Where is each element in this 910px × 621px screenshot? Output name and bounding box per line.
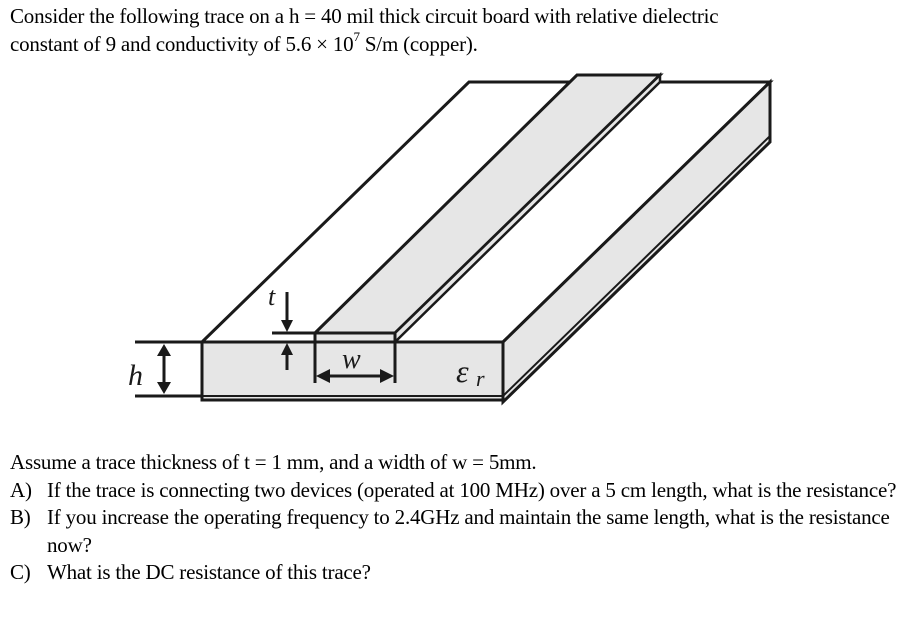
epsilon-subscript: r xyxy=(476,366,485,391)
epsilon-label: ε xyxy=(456,353,469,389)
question-a: A) If the trace is connecting two device… xyxy=(10,477,905,505)
intro-line-2: constant of 9 and conductivity of 5.6 × … xyxy=(10,30,900,58)
trace-front-face xyxy=(313,331,397,344)
questions-section: Assume a trace thickness of t = 1 mm, an… xyxy=(10,449,905,587)
microstrip-diagram: h t w ε r xyxy=(0,60,910,420)
intro-line-1: Consider the following trace on a h = 40… xyxy=(10,4,719,28)
units-text: S/m (copper). xyxy=(359,32,478,56)
question-text: What is the DC resistance of this trace? xyxy=(47,560,371,584)
board-front-face xyxy=(200,340,505,402)
question-letter: B) xyxy=(10,505,31,529)
h-label: h xyxy=(128,359,143,392)
problem-statement: Consider the following trace on a h = 40… xyxy=(10,2,900,58)
question-text: If the trace is connecting two devices (… xyxy=(47,477,897,502)
question-b: B) If you increase the operating frequen… xyxy=(10,504,905,559)
conductivity-text: constant of 9 and conductivity of 5.6 × … xyxy=(10,32,354,56)
question-letter: C) xyxy=(10,560,31,584)
question-c: C) What is the DC resistance of this tra… xyxy=(10,559,905,587)
w-label: w xyxy=(342,344,361,375)
assumption-text: Assume a trace thickness of t = 1 mm, an… xyxy=(10,450,537,474)
t-label: t xyxy=(268,282,276,311)
question-letter: A) xyxy=(10,477,32,502)
exponent: 7 xyxy=(353,29,360,44)
question-text: If you increase the operating frequency … xyxy=(47,505,890,557)
